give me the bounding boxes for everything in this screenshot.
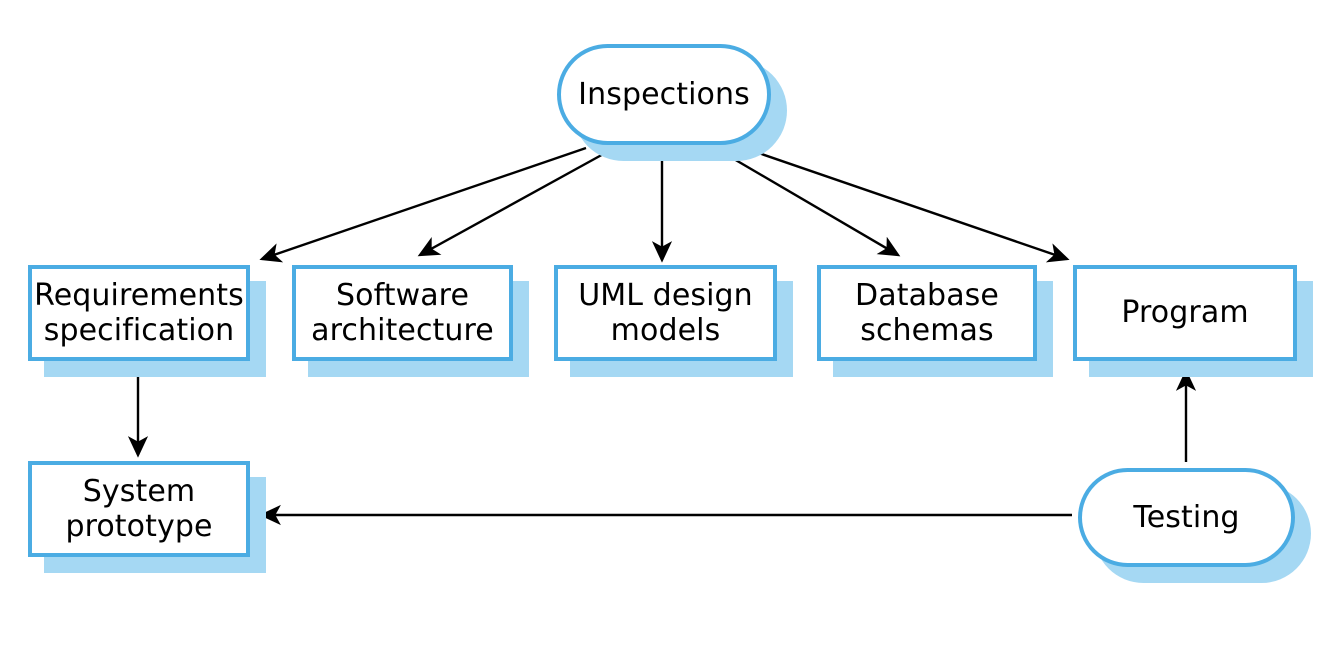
node-requirements-specification[interactable]: Requirements specification [28, 265, 250, 361]
node-testing-label: Testing [1133, 499, 1240, 535]
node-system-prototype[interactable]: System prototype [28, 461, 250, 557]
node-software-architecture[interactable]: Software architecture [292, 265, 513, 361]
node-inspections[interactable]: Inspections [557, 44, 771, 145]
edge-inspections-to-program [743, 146, 1070, 263]
node-testing[interactable]: Testing [1078, 468, 1295, 567]
node-uml-design-models[interactable]: UML design models [554, 265, 777, 361]
node-requirements-specification-label: Requirements specification [34, 277, 244, 348]
edge-inspections-to-software-architecture [417, 150, 608, 257]
node-database-schemas-label: Database schemas [855, 277, 999, 348]
node-uml-design-models-label: UML design models [578, 277, 753, 348]
edge-inspections-to-requirements [259, 146, 587, 263]
node-software-architecture-label: Software architecture [311, 277, 494, 348]
node-database-schemas[interactable]: Database schemas [817, 265, 1037, 361]
node-inspections-label: Inspections [578, 76, 750, 112]
node-program-label: Program [1121, 295, 1249, 331]
edge-inspections-to-database-schemas [721, 150, 901, 257]
node-program[interactable]: Program [1073, 265, 1297, 361]
node-system-prototype-label: System prototype [65, 473, 213, 544]
